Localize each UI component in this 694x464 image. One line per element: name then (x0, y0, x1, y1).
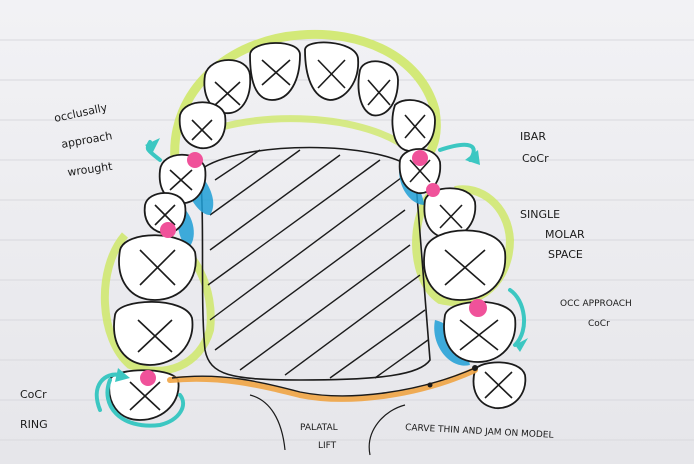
annotation-ibar: IBAR CoCr (520, 130, 549, 165)
svg-text:CoCr: CoCr (522, 152, 549, 165)
paper-grid (0, 39, 694, 441)
annotation-occlusal-left: occlusally approach wrought (53, 101, 114, 179)
connector-end-dot (472, 365, 478, 371)
svg-text:approach: approach (60, 129, 113, 151)
green-outline-left (100, 231, 215, 375)
x-mark-icon (129, 59, 513, 411)
annotation-palatal-lift: PALATAL LIFT (300, 423, 338, 451)
teal-ring-left (105, 378, 186, 428)
arrow-icon (94, 140, 527, 428)
connector-ink-line (171, 367, 476, 397)
arrow-left-lower (94, 372, 122, 412)
svg-text:SINGLE: SINGLE (520, 208, 560, 221)
svg-text:PALATAL: PALATAL (300, 423, 338, 433)
palatal-lift-lead-line (249, 394, 286, 451)
svg-text:LIFT: LIFT (318, 441, 337, 451)
palatal-hatching (207, 149, 429, 379)
connector-mid-dot (427, 382, 433, 388)
tooth-canine-left (178, 101, 227, 150)
tooth-premolar-left-2 (143, 192, 187, 235)
svg-text:SPACE: SPACE (548, 248, 583, 261)
orange-connector-bar (167, 367, 478, 402)
svg-text:CoCr: CoCr (20, 388, 47, 401)
tooth-incisor-2 (304, 41, 359, 101)
annotation-single-molar: SINGLE MOLAR SPACE (520, 208, 585, 261)
svg-text:OCC APPROACH: OCC APPROACH (560, 299, 632, 309)
svg-text:occlusally: occlusally (53, 101, 109, 125)
pink-rest-dots (140, 150, 487, 386)
tooth-lateral-left (203, 59, 252, 114)
svg-text:RING: RING (20, 418, 48, 431)
svg-text:IBAR: IBAR (520, 130, 546, 143)
tooth-molar-right-1 (423, 229, 507, 301)
annotation-cocr-ring: CoCr RING (20, 388, 48, 431)
carve-lead-line (368, 404, 406, 456)
svg-text:MOLAR: MOLAR (545, 228, 585, 241)
arrow-right-lower (508, 288, 527, 347)
green-outline-anterior (170, 29, 441, 170)
arrow-heads (115, 138, 528, 382)
svg-text:wrought: wrought (67, 160, 114, 179)
tooth-lateral-right (357, 60, 399, 117)
tooth-premolar-right-2 (423, 187, 477, 239)
palatal-outline (199, 146, 431, 381)
annotation-occ-approach-right: OCC APPROACH CoCr (560, 299, 632, 329)
annotation-carve: CARVE THIN AND JAM ON MODEL (405, 423, 554, 441)
svg-text:CoCr: CoCr (588, 319, 610, 329)
